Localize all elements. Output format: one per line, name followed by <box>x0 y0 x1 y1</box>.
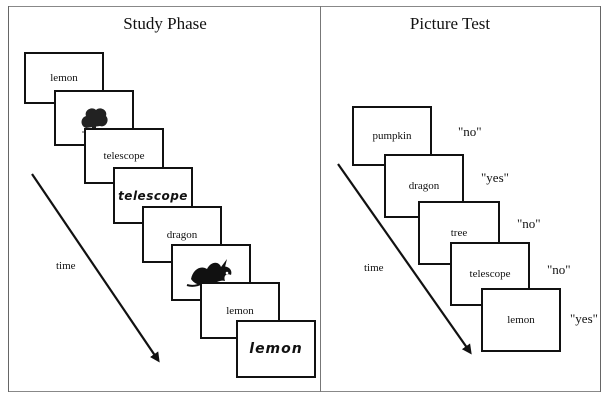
test-response-4: "no" <box>547 262 571 277</box>
study-card-word: telescope <box>103 150 145 162</box>
test-card-word: dragon <box>408 180 440 192</box>
test-response-2: "yes" <box>481 170 509 185</box>
study-card-word: dragon <box>166 228 198 241</box>
test-card-word: lemon <box>507 314 535 326</box>
study-card-word: lemon <box>50 72 78 84</box>
test-card-word: telescope <box>469 268 511 280</box>
right-border <box>600 6 601 392</box>
study-card-word: lemon <box>226 304 254 317</box>
bottom-border <box>8 391 600 392</box>
study-card-word: lemon <box>249 341 303 357</box>
test-response-5: "yes" <box>570 311 598 326</box>
panel-divider <box>320 6 321 392</box>
study-time-label: time <box>56 260 76 272</box>
left-border <box>8 6 9 392</box>
test-response-3: "no" <box>517 216 541 231</box>
study-phase-title: Study Phase <box>123 14 207 33</box>
test-time-label: time <box>364 262 384 274</box>
dragon-icon <box>183 255 239 291</box>
test-card-5: lemon <box>481 288 561 352</box>
test-response-1: "no" <box>458 124 482 139</box>
study-card-word: telescope <box>118 188 188 203</box>
test-card-word: pumpkin <box>372 130 412 142</box>
study-card-8: lemon <box>236 320 316 378</box>
top-border <box>8 6 600 7</box>
picture-test-title: Picture Test <box>409 14 491 33</box>
test-card-word: tree <box>450 227 468 239</box>
